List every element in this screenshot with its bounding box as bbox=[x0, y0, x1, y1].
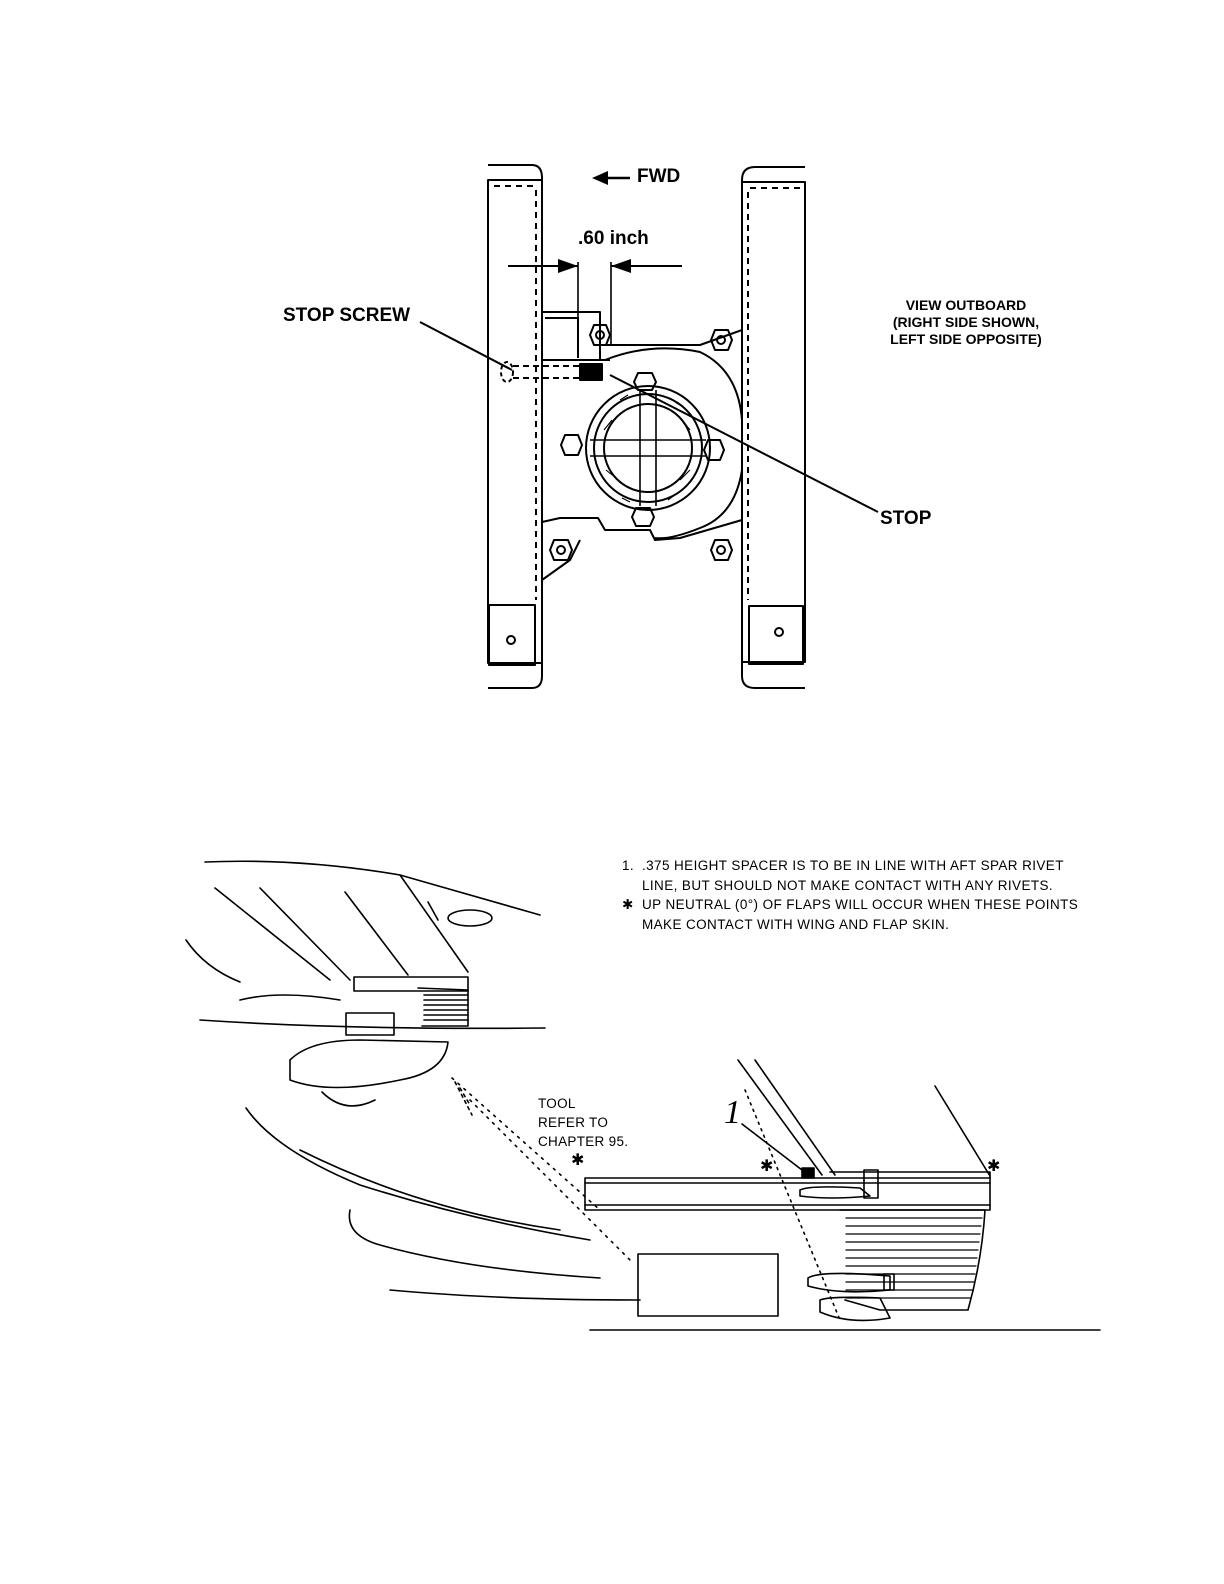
contact-marker: ✱ bbox=[760, 1158, 774, 1175]
flap-stop-diagram bbox=[419, 164, 879, 689]
view-caption-line: (RIGHT SIDE SHOWN, bbox=[892, 314, 1040, 330]
note-text: UP NEUTRAL (0°) OF FLAPS WILL OCCUR WHEN… bbox=[642, 897, 1079, 932]
fwd-label: FWD bbox=[637, 166, 681, 187]
tool-reference: TOOL REFER TO CHAPTER 95. bbox=[538, 1094, 628, 1151]
contact-marker: ✱ bbox=[987, 1158, 1001, 1175]
rigging-notes: 1. .375 HEIGHT SPACER IS TO BE IN LINE W… bbox=[622, 856, 1092, 934]
right-bracket bbox=[741, 166, 806, 689]
stop-plate bbox=[604, 347, 743, 540]
stop-label: STOP bbox=[880, 508, 932, 529]
note-item: ✱ UP NEUTRAL (0°) OF FLAPS WILL OCCUR WH… bbox=[622, 895, 1092, 934]
note-marker: 1. bbox=[622, 858, 635, 873]
pivot-tube-outer bbox=[585, 385, 711, 511]
view-caption-line: LEFT SIDE OPPOSITE) bbox=[890, 331, 1042, 347]
dimension-label: .60 inch bbox=[578, 228, 649, 249]
airplane-inset bbox=[185, 860, 546, 1116]
view-caption-line: VIEW OUTBOARD bbox=[905, 297, 1027, 313]
contact-marker: ✱ bbox=[571, 1152, 585, 1169]
height-spacer bbox=[801, 1167, 815, 1179]
tool-line: REFER TO bbox=[538, 1115, 609, 1130]
rigging-tool-block bbox=[637, 1253, 779, 1317]
note-text: .375 HEIGHT SPACER IS TO BE IN LINE WITH… bbox=[642, 858, 1064, 893]
tool-line: CHAPTER 95. bbox=[538, 1134, 629, 1149]
callout-number: 1 bbox=[724, 1094, 741, 1131]
note-item: 1. .375 HEIGHT SPACER IS TO BE IN LINE W… bbox=[622, 856, 1092, 895]
view-outboard-caption: VIEW OUTBOARD (RIGHT SIDE SHOWN, LEFT SI… bbox=[878, 297, 1054, 348]
left-bracket bbox=[487, 164, 543, 689]
stop-screw-label: STOP SCREW bbox=[283, 305, 411, 326]
note-marker: ✱ bbox=[622, 897, 634, 912]
tool-line: TOOL bbox=[538, 1096, 576, 1111]
stop-screw bbox=[579, 363, 603, 381]
